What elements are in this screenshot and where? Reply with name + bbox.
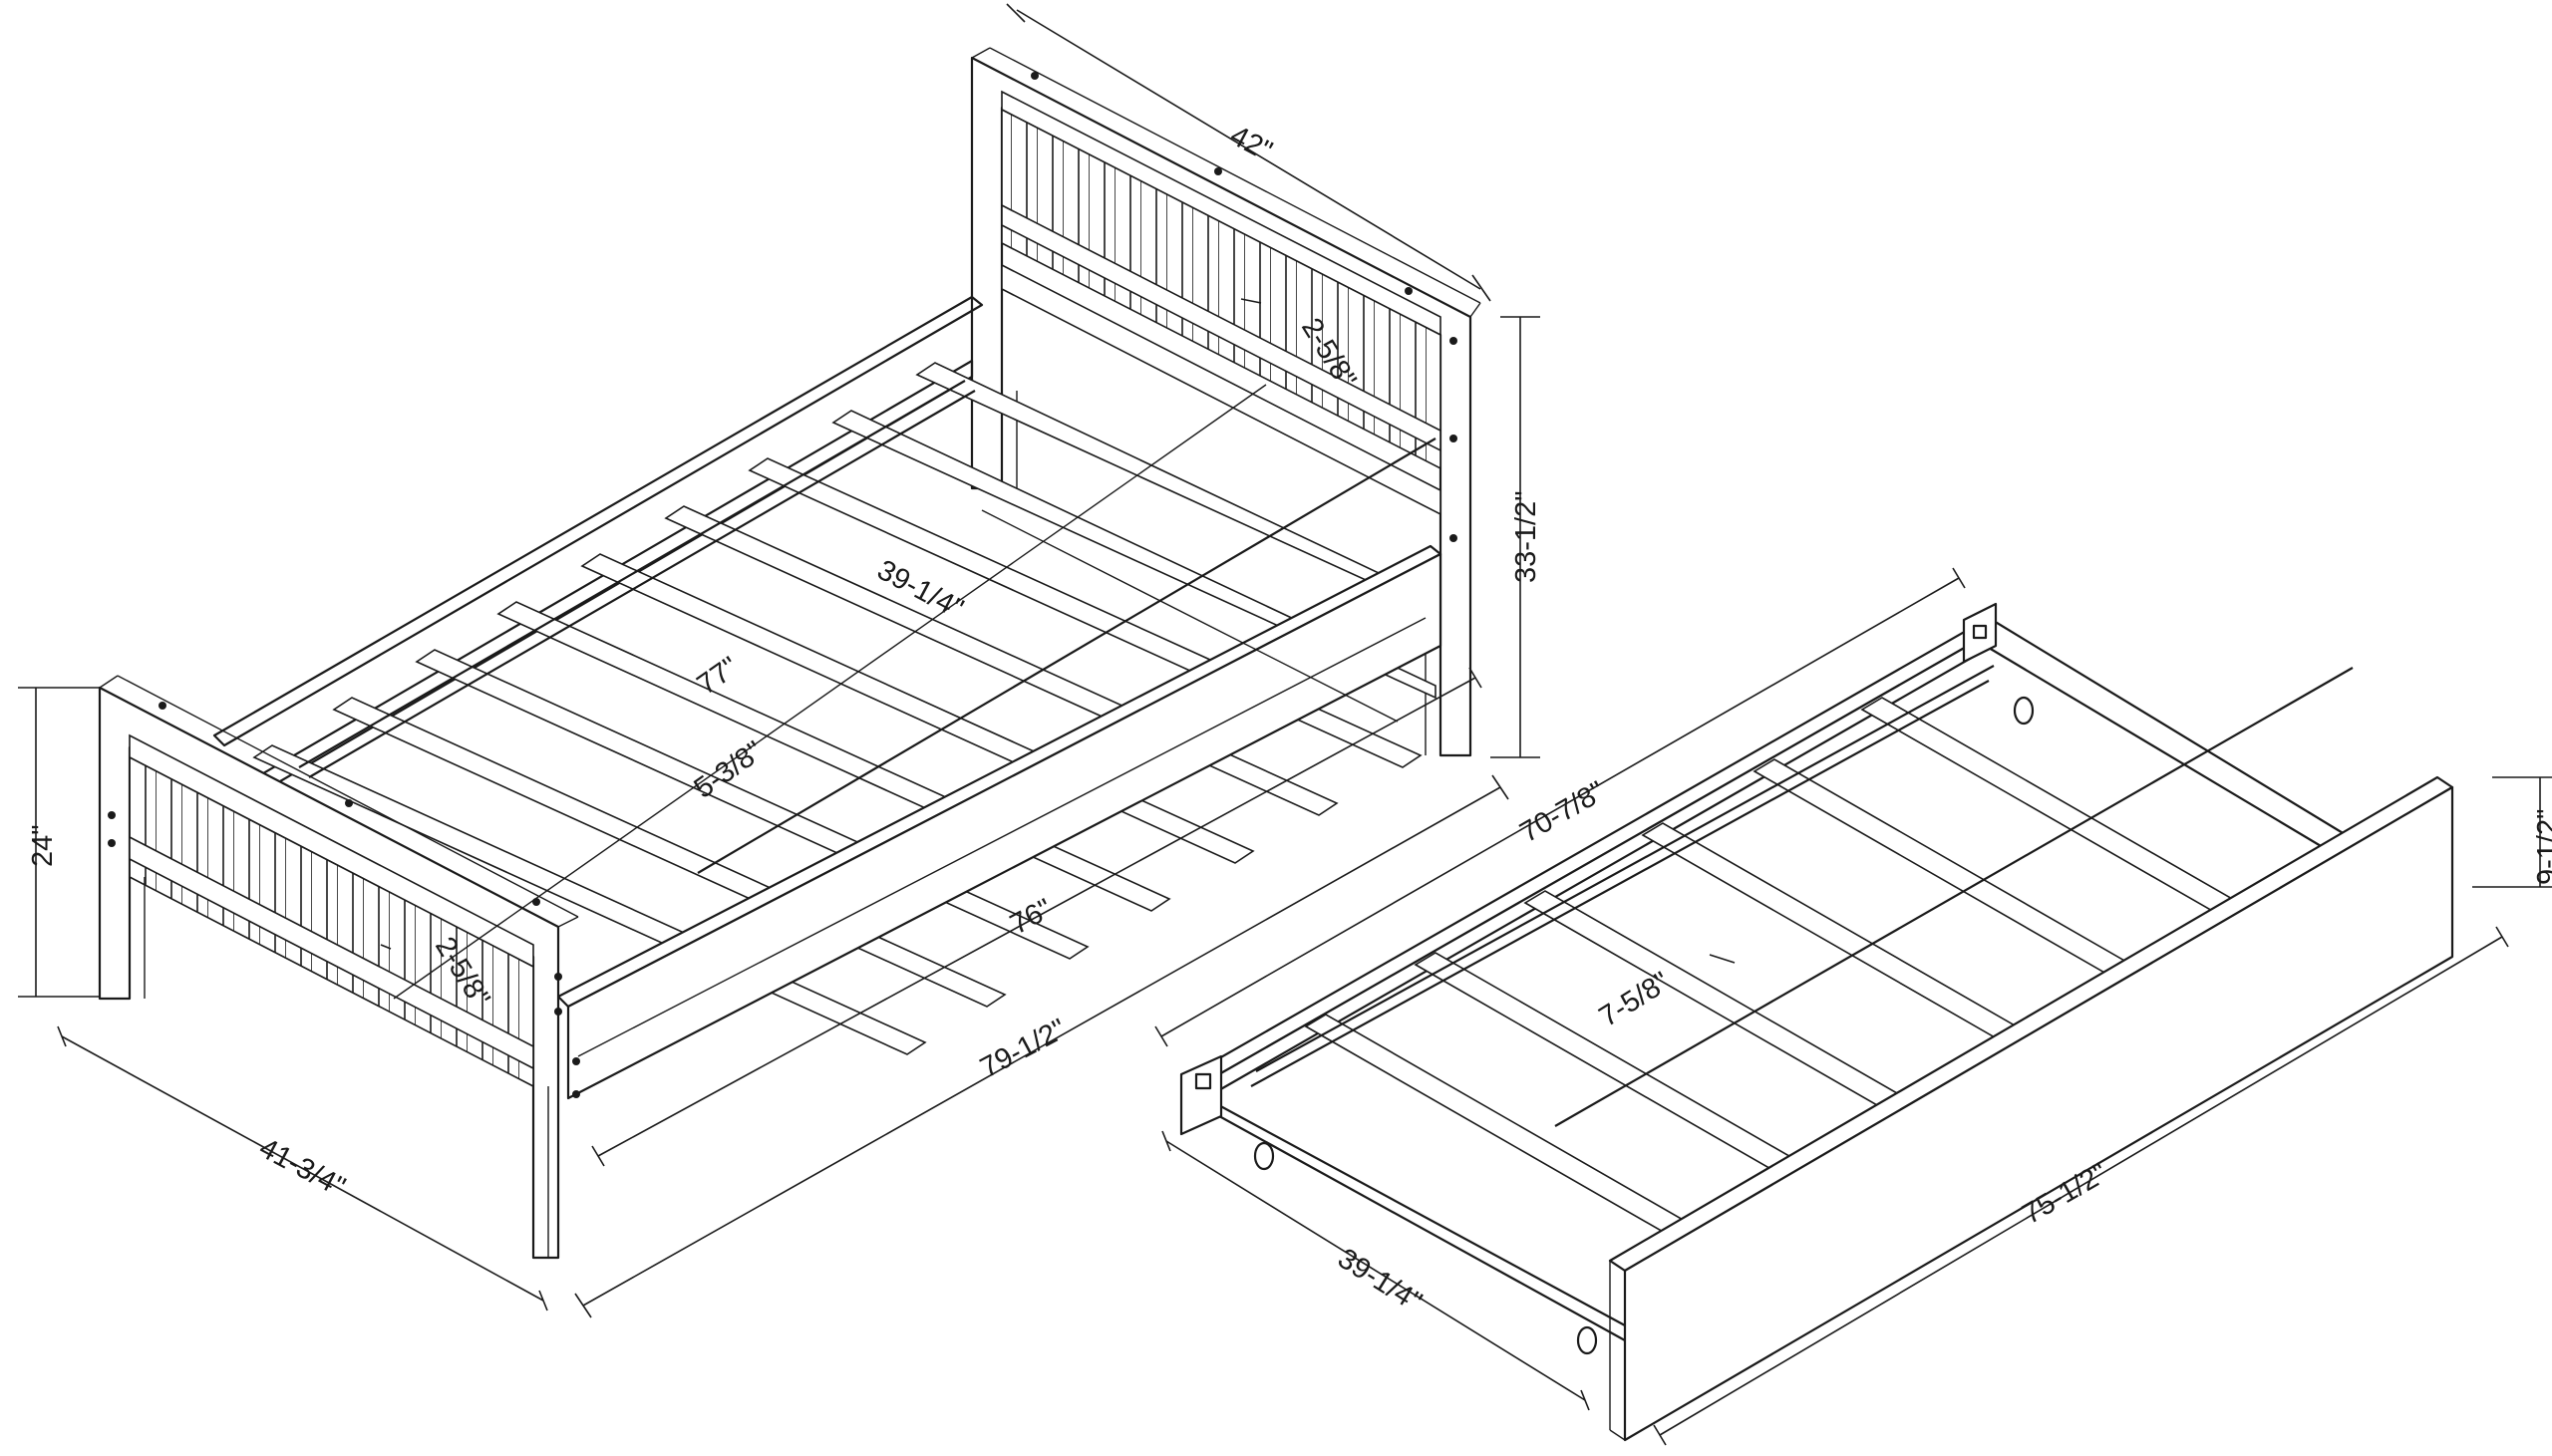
trundle-dimension-lines	[1154, 567, 2552, 1446]
bed-overall-width-label: 41-3/4"	[254, 1132, 351, 1204]
bed-width-39-line	[981, 509, 1399, 723]
headboard-width-label: 42"	[1225, 120, 1278, 167]
bed-diagonal-77-line	[393, 384, 1267, 1000]
trundle-front-panel	[1608, 775, 2454, 1442]
trundle-width-label: 39-1/4"	[1332, 1243, 1427, 1318]
bed-side-rail-near	[556, 544, 1442, 1100]
headboard-height-label: 33-1/2"	[1510, 490, 1542, 583]
trundle-frame	[1179, 602, 2364, 1355]
bed-dimension-lines	[18, 3, 1540, 1318]
trundle-height-label: 9-1/2"	[2532, 809, 2552, 885]
bed-overall-length-label: 79-1/2"	[975, 1013, 1072, 1084]
trundle-slat-spacing-label: 7-5/8"	[1594, 966, 1676, 1033]
trundle-slats	[1304, 697, 2283, 1257]
trundle-cross-rails	[1250, 665, 2354, 1127]
footboard	[98, 675, 580, 1260]
bed-slat-supports	[298, 380, 1436, 874]
trundle-inner-length-label: 70-7/8"	[1515, 775, 1611, 849]
bed: 42" 2-5/8" 33-1/2" 39-1/4" 77" 5-3/8" 76…	[18, 3, 1542, 1318]
trundle: 70-7/8" 9-1/2" 7-5/8" 39-1/4" 75-1/2"	[1154, 567, 2552, 1446]
headboard	[970, 47, 1481, 757]
footboard-height-label: 24"	[27, 824, 59, 867]
